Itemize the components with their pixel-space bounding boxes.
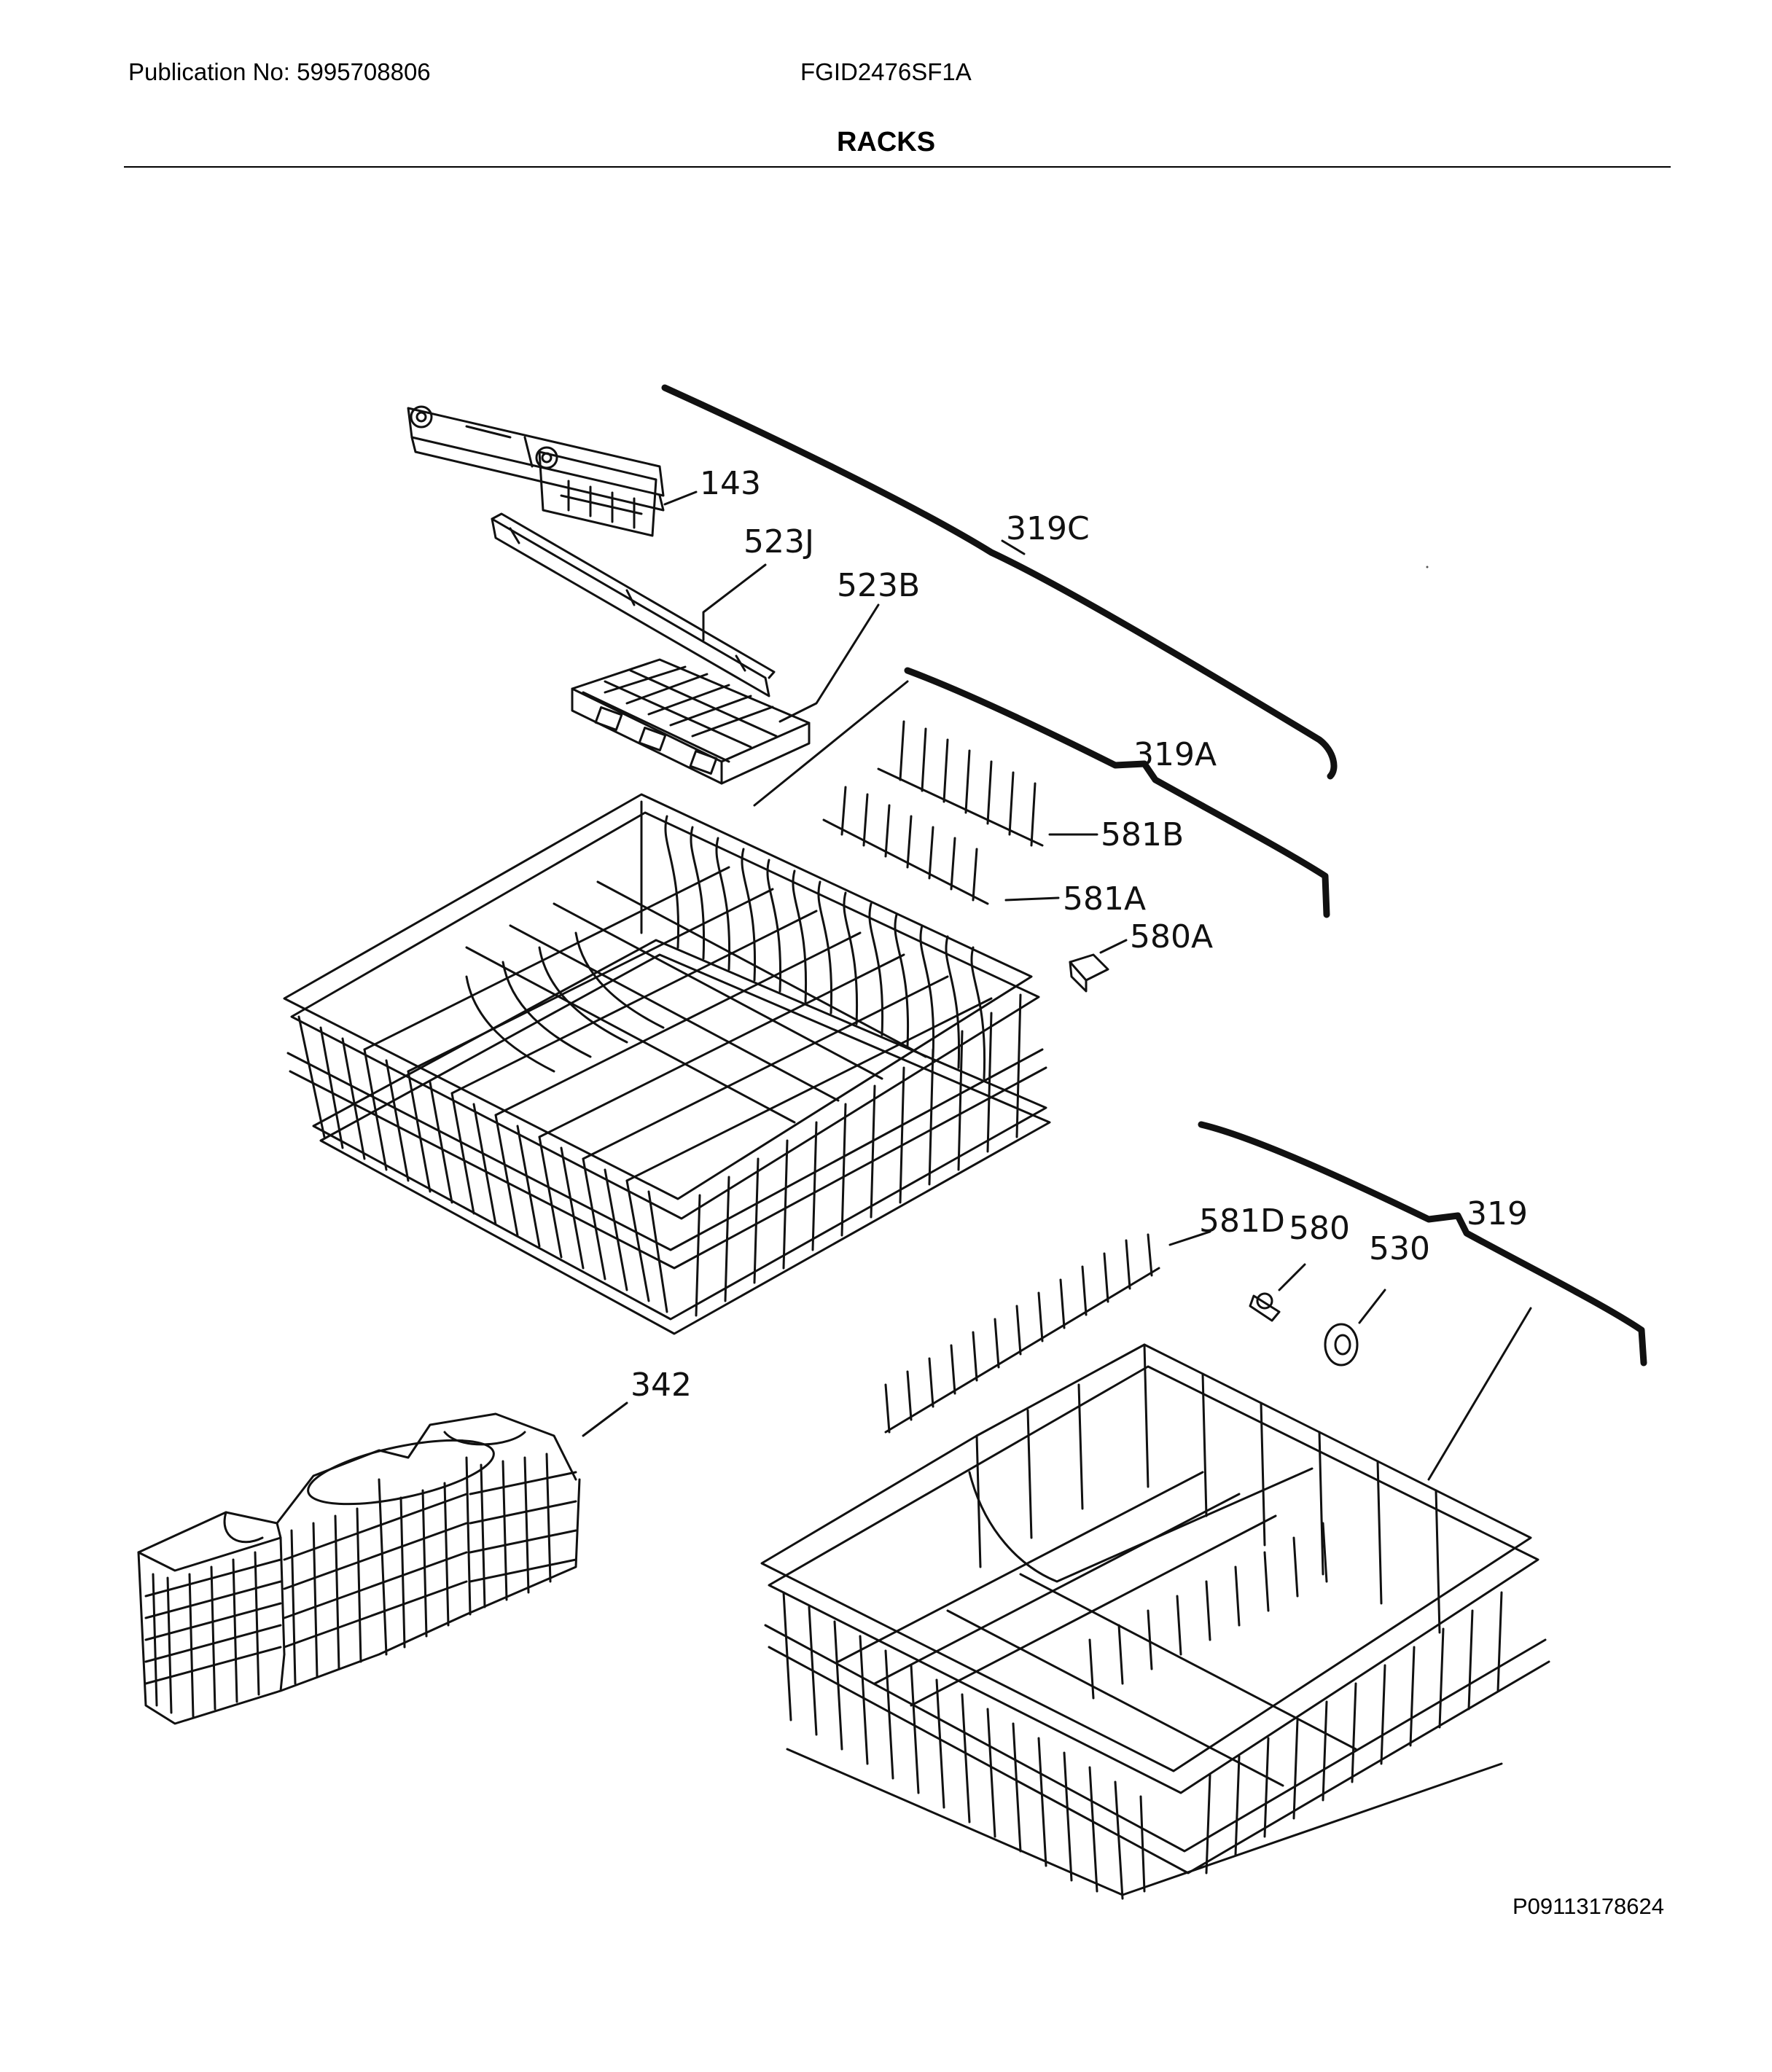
part-523B-housing bbox=[571, 658, 811, 785]
leader-lines bbox=[582, 490, 1532, 1481]
page-title: RACKS bbox=[836, 127, 936, 157]
callout-581A: 581A bbox=[1063, 880, 1146, 918]
callout-581D: 581D bbox=[1199, 1203, 1285, 1240]
callout-581B: 581B bbox=[1101, 816, 1184, 853]
callout-523J: 523J bbox=[743, 523, 814, 560]
part-523J-bar bbox=[491, 512, 776, 697]
callout-143: 143 bbox=[700, 465, 761, 502]
callout-319C: 319C bbox=[1006, 510, 1090, 547]
header-rule bbox=[124, 166, 1671, 168]
callout-530: 530 bbox=[1369, 1230, 1430, 1267]
part-580-clip bbox=[1249, 1292, 1281, 1322]
part-581A-tines bbox=[822, 786, 989, 905]
callout-319A: 319A bbox=[1133, 736, 1217, 773]
part-530-wheel bbox=[1324, 1323, 1359, 1367]
callout-342: 342 bbox=[631, 1367, 692, 1404]
upper-rack bbox=[283, 793, 1051, 1335]
callout-labels: 143 523J 523B 319C 319A 581B 581A 580A 5… bbox=[631, 465, 1528, 1404]
part-143-adjuster bbox=[407, 405, 665, 537]
rail-319A bbox=[904, 667, 1330, 918]
lower-rack bbox=[760, 1343, 1550, 1900]
publication-number: Publication No: 5995708806 bbox=[128, 58, 431, 85]
callout-523B: 523B bbox=[837, 567, 920, 604]
part-342-basket bbox=[137, 1412, 581, 1725]
model-number: FGID2476SF1A bbox=[800, 58, 972, 85]
diagram-reference-number: P09113178624 bbox=[1513, 1893, 1665, 1919]
part-580A-clip bbox=[1069, 953, 1109, 993]
part-581B-tines bbox=[877, 720, 1044, 847]
rail-319 bbox=[1198, 1121, 1647, 1367]
callout-580: 580 bbox=[1289, 1210, 1350, 1247]
stray-mark bbox=[1426, 566, 1429, 568]
part-581D-tines bbox=[884, 1233, 1160, 1434]
callout-319: 319 bbox=[1467, 1195, 1528, 1232]
callout-580A: 580A bbox=[1130, 918, 1213, 955]
rail-319C bbox=[661, 384, 1338, 780]
